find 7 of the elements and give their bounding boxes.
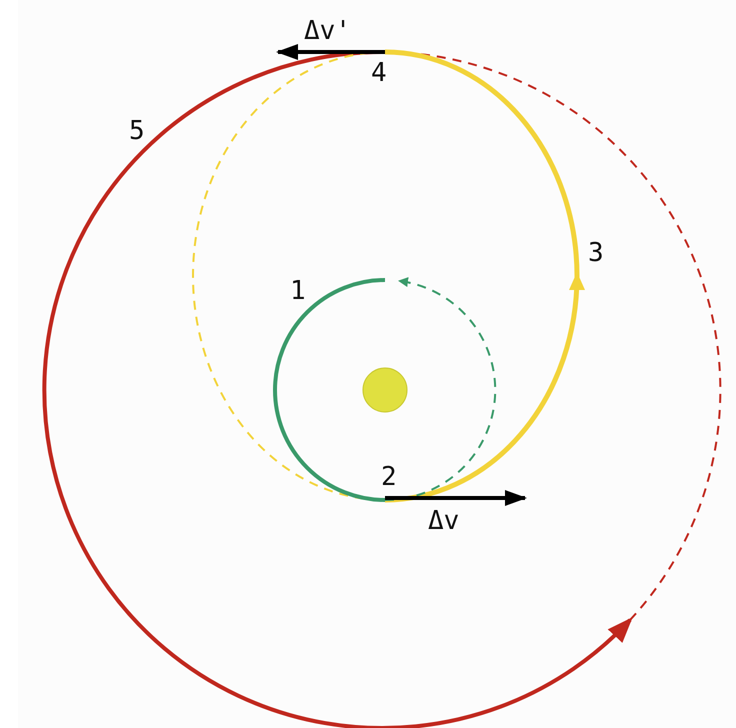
velocity-label: Δv: [428, 506, 460, 536]
point-number: 5: [129, 116, 145, 146]
point-number: 3: [588, 238, 604, 268]
point-number: 2: [381, 462, 397, 492]
velocity-label: Δv': [304, 16, 351, 46]
point-number: 4: [371, 58, 387, 88]
point-number: 1: [290, 276, 306, 306]
